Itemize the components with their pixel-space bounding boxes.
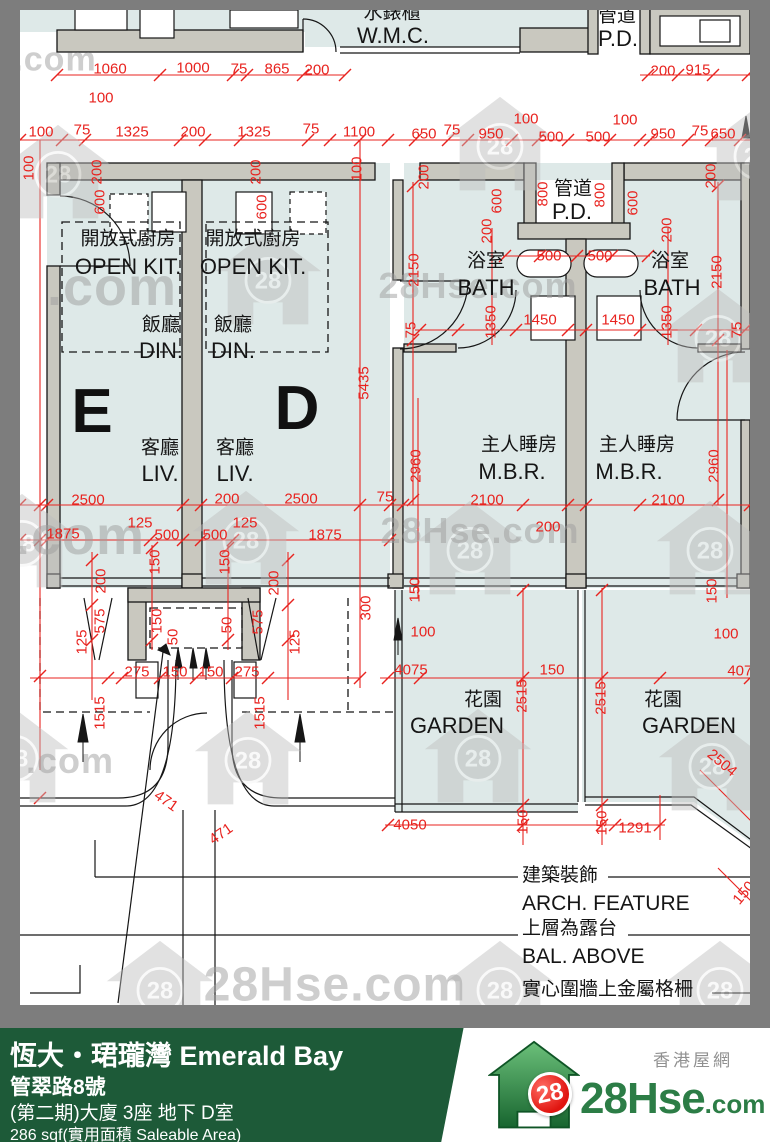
frame-top <box>0 0 770 10</box>
footer-green-panel <box>0 1028 464 1142</box>
brand-tagline: 香港屋網 <box>653 1051 733 1070</box>
estate-title: 恆大・珺瓏灣 Emerald Bay <box>10 1041 344 1071</box>
floorplan-drawing <box>0 7 770 1005</box>
estate-address: 管翠路8號 <box>10 1076 106 1099</box>
brand-main-text: 28Hse <box>580 1074 706 1123</box>
estate-unit-info: (第二期)大廈 3座 地下 D室 <box>10 1103 234 1124</box>
footer-bar: 恆大・珺瓏灣 Emerald Bay 管翠路8號 (第二期)大廈 3座 地下 D… <box>0 1028 770 1142</box>
brand-suffix-text: .com <box>704 1089 766 1119</box>
frame-right <box>750 0 770 1028</box>
frame-bottom <box>0 1005 770 1028</box>
brand-wordmark: 28Hse.com <box>580 1074 765 1124</box>
frame-left <box>0 0 20 1028</box>
28hse-logo[interactable]: 28 28Hse.com 香港屋網 <box>488 1038 765 1138</box>
estate-area-info: 286 sqf(實用面積 Saleable Area) <box>10 1127 242 1142</box>
